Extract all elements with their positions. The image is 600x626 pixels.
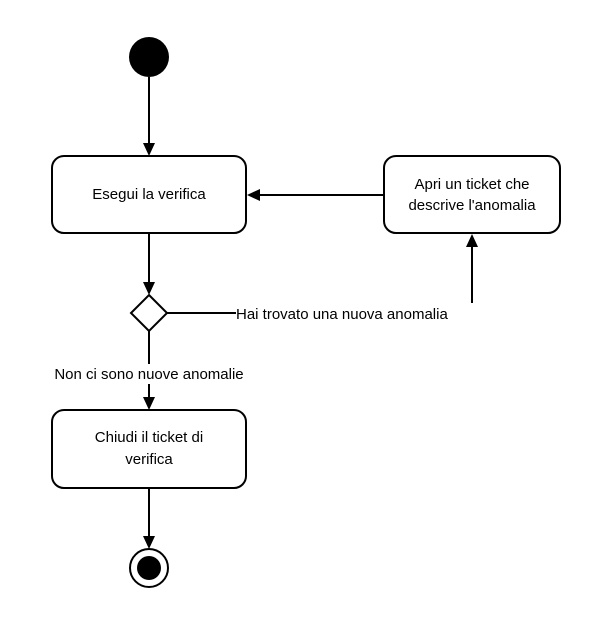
edge-esegui-to-decision <box>143 233 155 295</box>
action-esegui-la-verifica: Esegui la verifica <box>51 155 247 234</box>
guard-non-ci-sono-anomalie: Non ci sono nuove anomalie <box>54 366 243 383</box>
edge-start-to-esegui <box>143 77 155 156</box>
initial-node <box>129 37 169 77</box>
edge-decision-to-apri <box>167 234 478 314</box>
action-apri-ticket: Apri un ticket che descrive l'anomalia <box>383 155 561 234</box>
decision-node <box>129 293 169 333</box>
action-esegui-text: Esegui la verifica <box>92 186 206 203</box>
action-apri-text-line-1: Apri un ticket che <box>414 176 529 193</box>
action-chiudi-text-line-2: verifica <box>125 451 173 468</box>
edge-chiudi-to-end <box>143 488 155 549</box>
action-chiudi-ticket: Chiudi il ticket di verifica <box>51 409 247 489</box>
action-apri-text-line-2: descrive l'anomalia <box>408 197 536 214</box>
guard-nuova-anomalia: Hai trovato una nuova anomalia <box>236 306 448 323</box>
final-node <box>129 548 169 588</box>
action-chiudi-text-line-1: Chiudi il ticket di <box>95 429 203 446</box>
edge-apri-to-esegui <box>247 189 384 201</box>
